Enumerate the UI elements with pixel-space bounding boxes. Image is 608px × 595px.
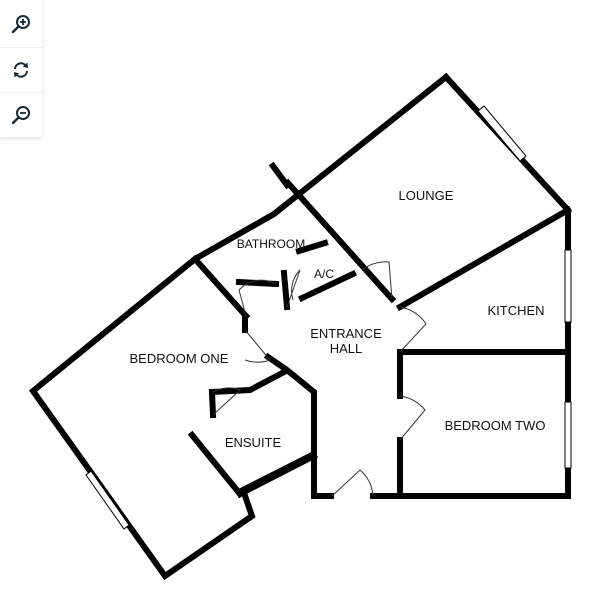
hall-wall-west	[263, 352, 317, 457]
ensuite-wall-se	[235, 451, 319, 499]
bedroom-two-door	[399, 395, 426, 441]
label-bedroom-one: BEDROOM ONE	[130, 351, 229, 366]
bathroom-wall-west	[190, 254, 251, 321]
lounge-wall-stub	[268, 161, 292, 190]
label-lounge: LOUNGE	[399, 188, 454, 203]
reset-view-button[interactable]	[0, 47, 42, 92]
outer-wall-lower-left	[28, 72, 451, 581]
label-kitchen: KITCHEN	[487, 303, 544, 318]
ensuite-door	[212, 387, 241, 416]
zoom-out-icon	[11, 106, 30, 125]
refresh-icon	[14, 62, 28, 78]
walls	[28, 72, 573, 581]
bedroom-one-window	[85, 470, 130, 530]
bedroom-one-door	[244, 329, 271, 363]
label-entrance-hall-line1: ENTRANCE	[310, 326, 382, 341]
lounge-wall-west	[283, 178, 397, 304]
bathroom-wall-east	[295, 239, 329, 255]
ensuite-wall-sw	[187, 430, 245, 499]
label-ensuite: ENSUITE	[225, 435, 282, 450]
lounge-wall-south	[395, 205, 573, 312]
lounge-window	[477, 105, 527, 162]
ensuite-wall-west	[208, 388, 217, 419]
label-entrance-hall-line2: HALL	[330, 341, 363, 356]
kitchen-window	[564, 249, 572, 323]
bedroom-two-window	[564, 401, 572, 469]
entrance-door	[331, 469, 374, 497]
room-labels: LOUNGE BATHROOM A/C KITCHEN ENTRANCE HAL…	[130, 188, 546, 450]
zoom-in-icon	[11, 15, 30, 34]
label-ac: A/C	[314, 267, 334, 281]
ac-wall-2	[298, 270, 357, 302]
label-bedroom-two: BEDROOM TWO	[445, 418, 546, 433]
lounge-door	[361, 261, 393, 300]
kitchen-door	[399, 306, 427, 353]
zoom-in-button[interactable]	[0, 2, 42, 46]
doors	[212, 261, 427, 497]
ac-door	[286, 269, 301, 308]
map-toolbar	[0, 0, 43, 138]
bathroom-wall-south	[235, 278, 280, 288]
windows	[85, 105, 572, 530]
label-bathroom: BATHROOM	[237, 237, 305, 251]
ac-wall	[280, 269, 291, 311]
outer-wall	[370, 72, 571, 499]
bathroom-door	[238, 279, 277, 317]
zoom-out-button[interactable]	[0, 92, 42, 137]
ensuite-wall-north	[208, 366, 291, 396]
